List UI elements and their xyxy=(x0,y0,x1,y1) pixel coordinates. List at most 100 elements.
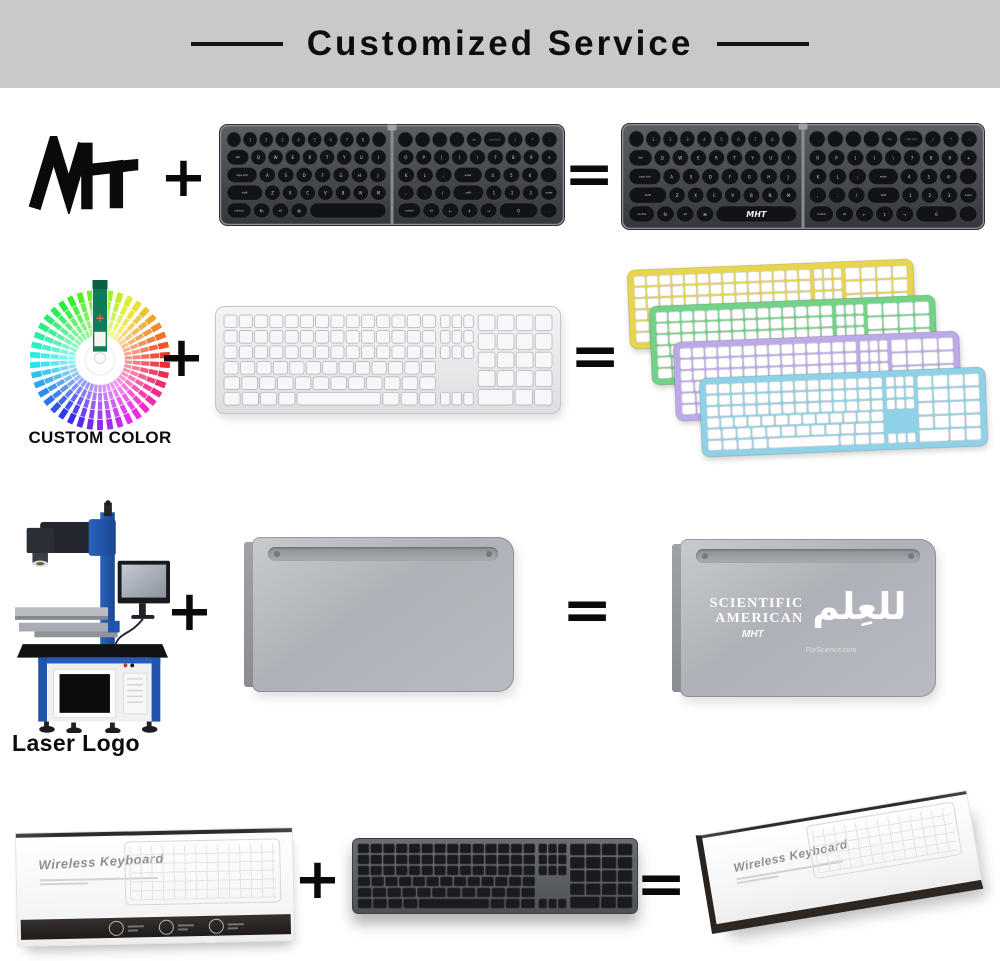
svg-text:1: 1 xyxy=(493,191,496,196)
svg-text:del: del xyxy=(472,137,476,141)
svg-text:O: O xyxy=(816,156,819,161)
svg-text:J: J xyxy=(787,174,789,179)
box-feature-icon xyxy=(208,918,244,934)
svg-text:D: D xyxy=(303,173,306,178)
svg-text:5: 5 xyxy=(720,137,723,142)
svg-text:*: * xyxy=(531,137,533,142)
feature-circle-icon xyxy=(208,918,224,934)
svg-text:9: 9 xyxy=(949,156,952,161)
laser-engraving: SCIENTIFIC AMERICAN للعِلم MHT ForScienc… xyxy=(680,539,936,697)
plus-sign-3: + xyxy=(166,579,213,644)
svg-text:4: 4 xyxy=(491,173,494,178)
svg-text:6: 6 xyxy=(737,137,740,142)
svg-text:.: . xyxy=(836,193,837,198)
svg-text:X: X xyxy=(694,193,697,198)
box-bottom-band xyxy=(20,914,292,940)
svg-text:1: 1 xyxy=(249,137,252,142)
svg-text:enter: enter xyxy=(965,193,973,197)
engraving-line2: AMERICAN xyxy=(715,611,804,626)
svg-text:N: N xyxy=(768,193,771,198)
equals-sign-1: = xyxy=(564,140,615,208)
page-title: Customized Service xyxy=(306,24,694,63)
plus-sign-2: + xyxy=(158,325,205,390)
feature-circle-icon xyxy=(108,920,125,936)
svg-text:Z: Z xyxy=(676,193,679,198)
svg-text:alt: alt xyxy=(430,208,433,212)
svg-text:D: D xyxy=(709,174,712,179)
svg-text:0: 0 xyxy=(517,208,520,213)
svg-text:K: K xyxy=(817,174,820,179)
laser-engraving-machine xyxy=(15,500,170,733)
svg-text:control: control xyxy=(405,208,414,212)
svg-text:0: 0 xyxy=(935,212,938,217)
svg-text:shift: shift xyxy=(465,191,471,195)
svg-text:MHT: MHT xyxy=(746,210,767,219)
svg-text:2: 2 xyxy=(669,137,672,142)
svg-text:1: 1 xyxy=(909,193,912,198)
plus-sign-1: + xyxy=(160,145,207,210)
svg-text:M: M xyxy=(377,191,381,196)
svg-text:6: 6 xyxy=(329,137,332,142)
svg-text:H: H xyxy=(767,174,770,179)
svg-text:[: [ xyxy=(441,155,443,160)
svg-text:/: / xyxy=(514,137,516,142)
svg-text:caps lock: caps lock xyxy=(639,174,652,178)
svg-text:U: U xyxy=(769,156,772,161)
svg-text:8: 8 xyxy=(362,137,365,142)
svg-text:Z: Z xyxy=(271,191,274,196)
pantone-color-wheel: + xyxy=(20,278,180,438)
svg-text:N: N xyxy=(359,191,362,196)
svg-text:6: 6 xyxy=(529,173,532,178)
svg-text:shift: shift xyxy=(242,191,248,195)
laser-logo-label: Laser Logo xyxy=(12,730,140,756)
svg-text:E: E xyxy=(697,156,700,161)
equals-sign-2: = xyxy=(570,322,621,390)
svg-text:+: + xyxy=(967,156,970,161)
svg-text:←: ← xyxy=(863,212,867,217)
svg-text:control: control xyxy=(235,208,244,212)
svg-text:alt: alt xyxy=(684,212,687,216)
mht-brand-logo xyxy=(28,136,139,214)
svg-text:5: 5 xyxy=(928,174,931,179)
svg-text:control: control xyxy=(637,212,646,216)
svg-text:tab: tab xyxy=(236,155,241,159)
svg-text:⌘: ⌘ xyxy=(297,208,301,213)
title-left-line xyxy=(190,42,283,46)
svg-text:+: + xyxy=(95,311,105,325)
svg-text:A: A xyxy=(670,174,673,179)
svg-text:enter: enter xyxy=(465,173,473,177)
svg-text:→: → xyxy=(487,208,491,213)
svg-text:shift: shift xyxy=(645,193,651,197)
svg-text:→: → xyxy=(903,212,907,217)
svg-text:4: 4 xyxy=(297,137,300,142)
feature-circle-icon xyxy=(158,919,175,935)
svg-text:8: 8 xyxy=(512,155,515,160)
svg-text:V: V xyxy=(731,193,734,198)
svg-text:C: C xyxy=(306,191,309,196)
svg-text:]: ] xyxy=(873,156,875,161)
title-right-line xyxy=(717,42,810,46)
svg-text:,: , xyxy=(405,191,406,196)
feature-text-marks xyxy=(127,924,144,932)
svg-text:/: / xyxy=(932,137,934,142)
svg-text:caps lock: caps lock xyxy=(236,173,249,177)
svg-text:.: . xyxy=(424,191,425,196)
svg-text:3: 3 xyxy=(686,137,689,142)
keyboard-groove xyxy=(696,549,920,563)
svg-text:F: F xyxy=(321,173,324,178)
svg-text:-: - xyxy=(968,137,970,142)
engraving-brand: MHT xyxy=(742,629,764,641)
svg-text:S: S xyxy=(690,174,693,179)
svg-text:-: - xyxy=(549,137,551,142)
svg-text:J: J xyxy=(376,173,378,178)
svg-text:G: G xyxy=(340,173,343,178)
svg-text:Q: Q xyxy=(661,156,664,161)
svg-text:I: I xyxy=(788,156,789,161)
blue-keyboard xyxy=(698,366,989,458)
svg-text:alt: alt xyxy=(279,208,282,212)
svg-text:F: F xyxy=(729,174,732,179)
svg-text:enter: enter xyxy=(880,174,888,178)
svg-text:7: 7 xyxy=(346,137,349,142)
folded-keyboard-blank xyxy=(244,537,514,692)
